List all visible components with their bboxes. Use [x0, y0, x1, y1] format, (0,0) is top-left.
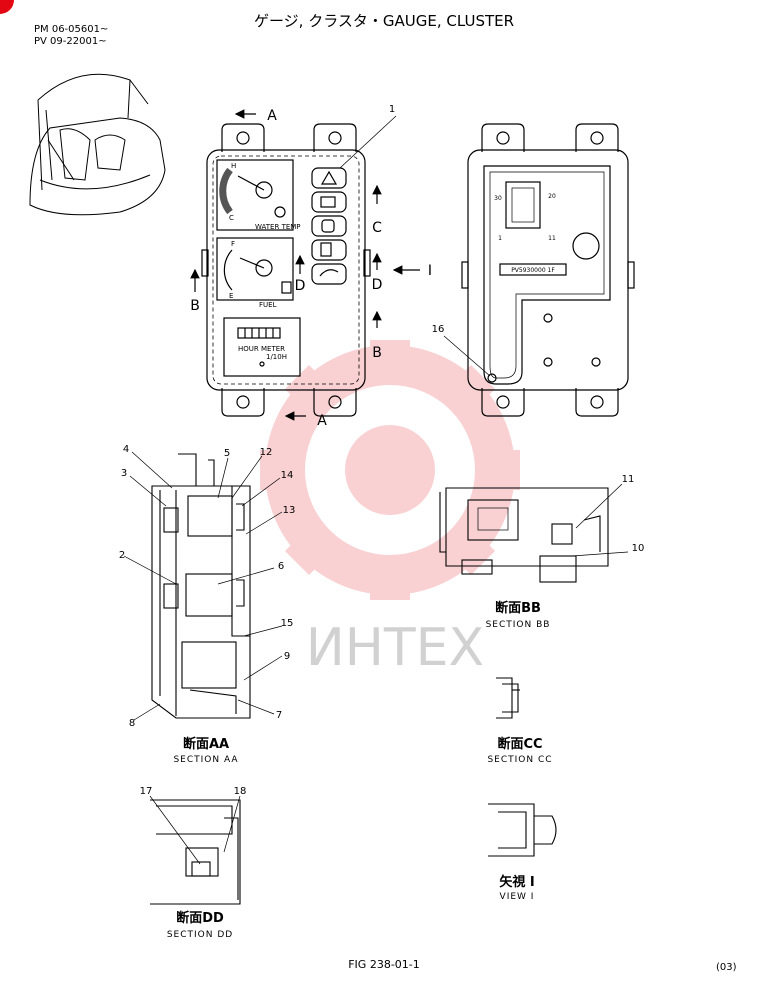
callout-10: 10	[632, 543, 645, 554]
section-dd-subtitle: SECTION DD	[167, 930, 233, 940]
svg-text:20: 20	[548, 193, 556, 200]
section-dd-drawing	[150, 799, 241, 905]
svg-text:C: C	[229, 214, 234, 222]
applicability-pm: PM 06-05601~	[34, 24, 109, 35]
callout-9: 9	[284, 651, 290, 662]
callout-16: 16	[432, 324, 445, 335]
svg-text:B: B	[190, 298, 200, 314]
watermark-logo	[260, 340, 520, 600]
callout-6: 6	[278, 561, 284, 572]
svg-text:HOUR METER: HOUR METER	[238, 345, 285, 353]
rear-view-labels: PV5930000 1F 30 20 1 11	[494, 193, 556, 274]
svg-text:PV5930000 1F: PV5930000 1F	[511, 267, 555, 274]
callout-5: 5	[224, 448, 230, 459]
view-i-title: 矢視 I	[499, 874, 534, 890]
section-captions: 断面AA SECTION AA 断面BB SECTION BB 断面CC SEC…	[167, 600, 552, 940]
svg-text:WATER TEMP: WATER TEMP	[255, 223, 301, 231]
svg-text:11: 11	[548, 235, 556, 242]
excavator-inset	[29, 73, 166, 216]
svg-text:30: 30	[494, 195, 502, 202]
figure-number: FIG 238-01-1	[348, 958, 420, 971]
svg-text:F: F	[231, 240, 235, 248]
svg-text:B: B	[372, 345, 382, 361]
section-cc-drawing	[496, 677, 520, 719]
section-aa-title: 断面AA	[183, 736, 229, 752]
section-bb-subtitle: SECTION BB	[486, 620, 551, 630]
revision-number: (03)	[716, 962, 737, 973]
callout-15: 15	[281, 618, 294, 629]
section-cc-subtitle: SECTION CC	[487, 755, 552, 765]
applicability-pv: PV 09-22001~	[34, 36, 107, 47]
callout-1: 1	[389, 104, 395, 115]
section-aa-leaders	[123, 451, 283, 721]
callout-7: 7	[276, 710, 282, 721]
section-cc-title: 断面CC	[497, 736, 542, 752]
section-dd-leaders	[149, 795, 241, 865]
front-view	[201, 123, 371, 417]
callout-12: 12	[260, 447, 273, 458]
view-i-subtitle: VIEW I	[500, 892, 535, 902]
svg-text:E: E	[229, 292, 233, 300]
page-title: ゲージ, クラスタ・GAUGE, CLUSTER	[253, 12, 515, 30]
svg-text:1: 1	[498, 235, 502, 242]
front-view-labels: H C WATER TEMP F E FUEL HOUR METER 1/10H	[229, 162, 301, 361]
callout-4: 4	[123, 444, 129, 455]
svg-text:H: H	[231, 162, 236, 170]
section-dd-title: 断面DD	[176, 910, 224, 926]
callout-11: 11	[622, 474, 635, 485]
svg-text:1/10H: 1/10H	[266, 353, 287, 361]
section-aa-subtitle: SECTION AA	[173, 755, 238, 765]
rear-view	[461, 123, 635, 417]
svg-text:I: I	[428, 263, 432, 279]
svg-text:A: A	[317, 413, 327, 429]
callout-14: 14	[281, 470, 294, 481]
svg-text:D: D	[295, 278, 306, 294]
callout-18: 18	[234, 786, 247, 797]
svg-text:FUEL: FUEL	[259, 301, 277, 309]
watermark-text: ИНТЕХ	[306, 618, 484, 678]
callout-8: 8	[129, 718, 135, 729]
view-i-drawing	[488, 803, 557, 857]
svg-text:C: C	[372, 220, 382, 236]
section-bb-drawing	[439, 487, 609, 583]
svg-text:D: D	[372, 277, 383, 293]
callouts: 1 2 3 4 5 6 7 8 9 10 11 12 13 14 15 16 1…	[119, 104, 645, 797]
callout-2: 2	[119, 550, 125, 561]
callout-17: 17	[140, 786, 153, 797]
view-arrows	[190, 109, 420, 421]
callout-3: 3	[121, 468, 127, 479]
callout-13: 13	[283, 505, 296, 516]
section-bb-leaders	[571, 483, 629, 557]
section-bb-title: 断面BB	[495, 600, 541, 616]
view-arrow-labels: A A B B C D D I	[190, 108, 432, 429]
svg-text:A: A	[267, 108, 277, 124]
